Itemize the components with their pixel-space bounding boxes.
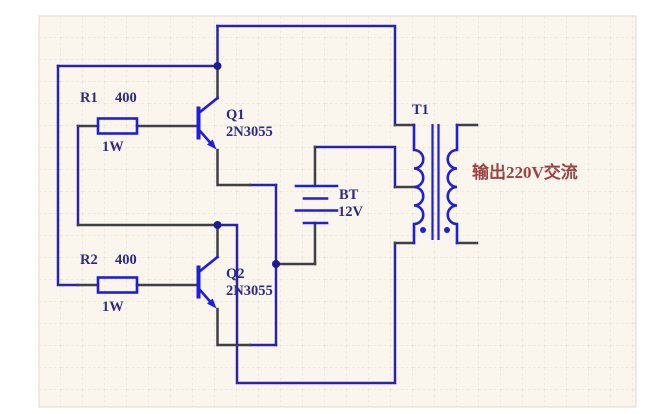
q2-designator-label: Q2	[226, 266, 245, 282]
q2-emitter-arrow-icon	[207, 298, 217, 309]
output-annotation-label: 输出220V交流	[472, 162, 578, 182]
transistor-q1-symbol	[196, 96, 220, 150]
t1-primary-winding	[412, 123, 425, 245]
t1-polarity-dot	[444, 227, 450, 233]
transistor-q2-symbol	[196, 255, 220, 309]
r2-power-label: 1W	[102, 299, 124, 315]
q2-part-number-label: 2N3055	[226, 283, 273, 299]
r2-resistance-label: 400	[115, 252, 137, 268]
battery-bt-symbol	[294, 184, 339, 225]
battery-designator-label: BT	[339, 187, 359, 203]
r2-designator-label: R2	[80, 252, 98, 268]
q1-emitter-arrow-icon	[207, 139, 217, 150]
r1-resistance-label: 400	[115, 90, 137, 106]
battery-voltage-label: 12V	[338, 204, 364, 220]
r1-power-label: 1W	[102, 139, 124, 155]
r1-designator-label: R1	[80, 90, 98, 106]
resistor-r2-symbol	[96, 276, 139, 294]
pin-lead-segments	[76, 64, 479, 347]
q1-part-number-label: 2N3055	[226, 124, 273, 140]
transformer-designator-label: T1	[412, 102, 429, 118]
t1-secondary-winding	[446, 123, 459, 245]
transformer-t1-symbol	[412, 123, 459, 245]
junction-dots	[213, 62, 280, 268]
q1-designator-label: Q1	[226, 107, 245, 123]
resistor-r1-symbol	[96, 117, 139, 135]
t1-polarity-dot	[420, 227, 426, 233]
